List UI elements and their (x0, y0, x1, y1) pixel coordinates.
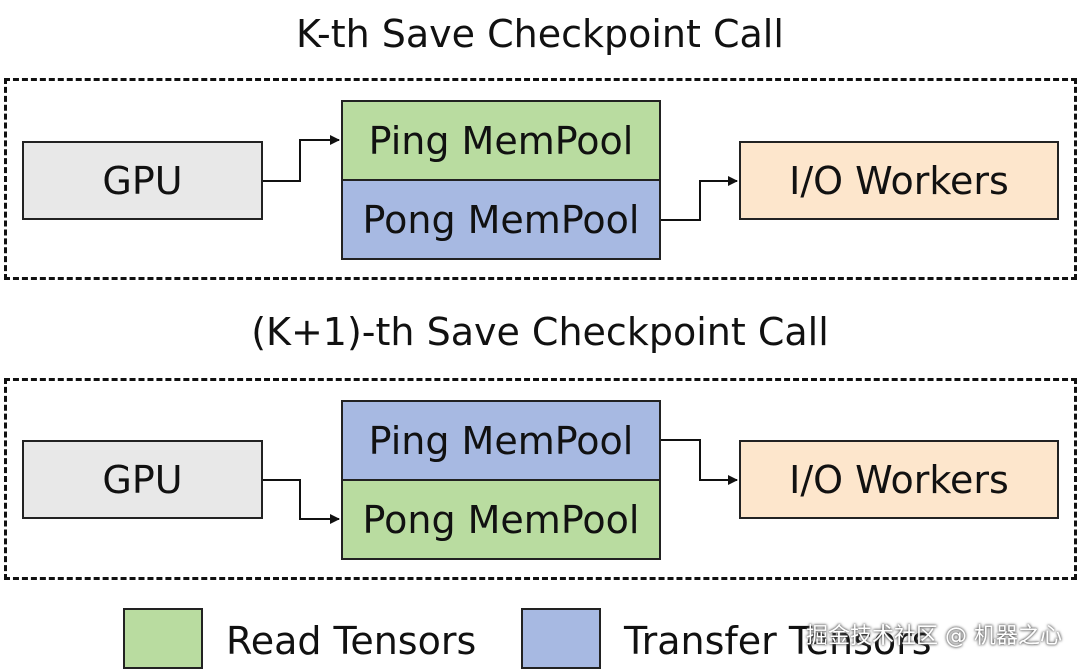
panel-2-frame (4, 378, 1077, 580)
panel-1-pong-to-io-arrow (661, 176, 738, 221)
watermark: 掘金技术社区 @ 机器之心 (806, 624, 1062, 649)
panel-1-gpu-to-ping-arrow (263, 135, 340, 182)
legend-read-label: Read Tensors (226, 619, 477, 663)
panel-1-frame (4, 78, 1077, 280)
panel-1-ping-mempool: Ping MemPool (341, 100, 661, 181)
legend-transfer-label: Transfer Tensors (624, 619, 932, 663)
panel-2-gpu-to-pong-arrow (263, 479, 340, 524)
legend-read-swatch (123, 608, 203, 669)
panel-2-io-workers: I/O Workers (739, 440, 1059, 519)
legend-transfer-swatch (521, 608, 601, 669)
panel-2-title: (K+1)-th Save Checkpoint Call (251, 310, 829, 354)
panel-1-gpu-box: GPU (22, 141, 263, 220)
panel-2-ping-mempool: Ping MemPool (341, 400, 661, 481)
panel-2-ping-to-io-arrow (661, 439, 738, 485)
panel-1-title: K-th Save Checkpoint Call (296, 12, 784, 56)
panel-1-pong-mempool: Pong MemPool (341, 179, 661, 260)
panel-2-pong-mempool: Pong MemPool (341, 479, 661, 560)
panel-2-gpu-box: GPU (22, 440, 263, 519)
panel-1-io-workers: I/O Workers (739, 141, 1059, 220)
